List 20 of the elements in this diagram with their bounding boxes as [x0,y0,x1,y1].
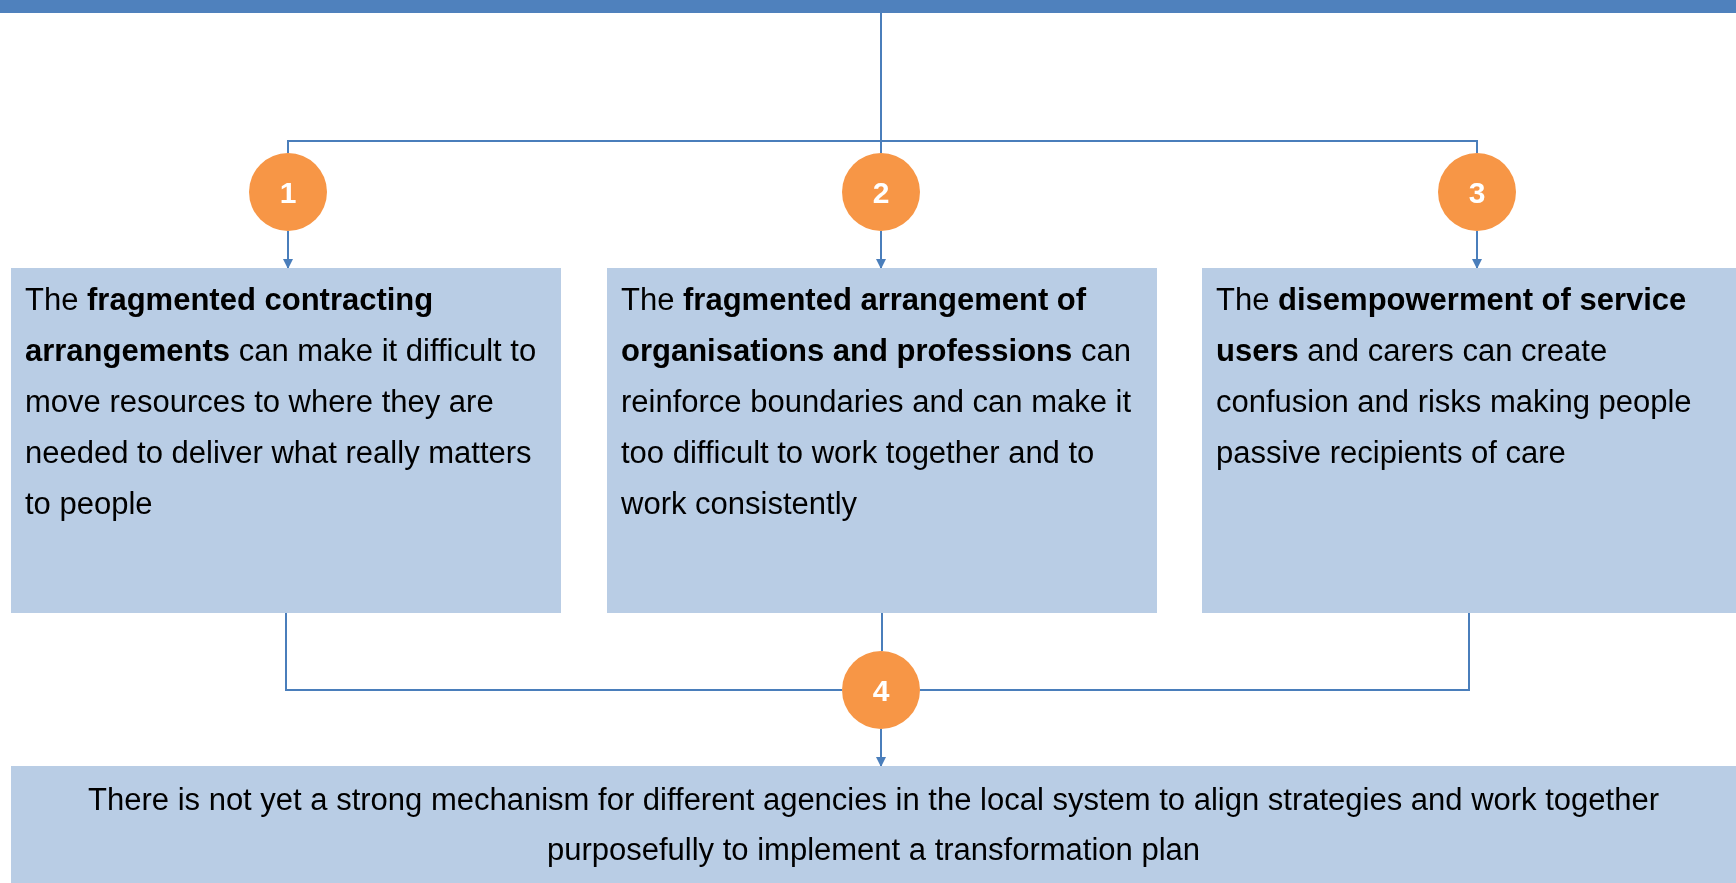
connector-line [881,612,883,652]
step-number: 1 [279,174,297,211]
arrow [876,230,886,269]
step-number: 4 [872,672,890,709]
header-bar [0,0,1736,13]
arrow [1472,230,1482,269]
description-text: The disempowerment of service users and carers can create confusion and risks making people passive recipients of care [1216,281,1693,472]
step-number: 2 [872,174,890,211]
description-text: There is not yet a strong mechanism for different agencies in the local system to align strategies and work together purposefully to implement a transformation plan [87,780,1660,869]
issue-box [607,268,1157,613]
connector-line [919,612,1470,691]
arrow [876,728,886,767]
description-text: The fragmented arrangement of organisations and professions can reinforce boundaries and can make it too difficult to work together and to work consistently [621,281,1133,523]
connector-line [285,612,843,691]
step-number: 3 [1468,174,1486,211]
conclusion-box [11,766,1736,883]
issue-box [11,268,561,613]
description-text: The fragmented contracting arrangements can make it difficult to move resources to where they are needed to deliver what really matters to people [25,281,538,523]
issue-box [1202,268,1736,613]
arrow [283,230,293,269]
